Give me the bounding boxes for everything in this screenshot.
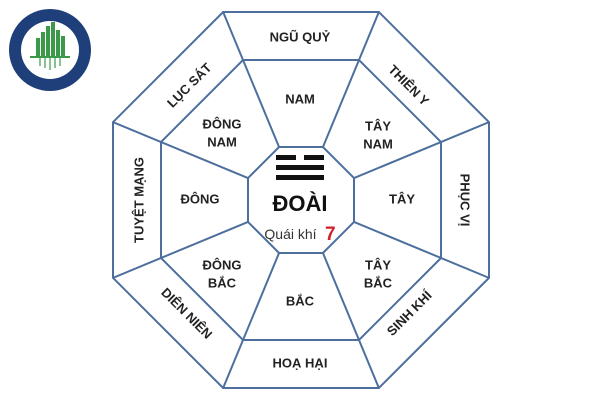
star-nw: LỤC SÁT bbox=[164, 60, 214, 110]
sector-divider bbox=[322, 252, 380, 389]
quai-khi-value: 7 bbox=[325, 224, 336, 245]
star-sw: DIÊN NIÊN bbox=[158, 285, 215, 342]
direction-sw-2: BẮC bbox=[208, 275, 237, 290]
center-name: ĐOÀI bbox=[273, 191, 328, 216]
quai-khi-label: Quái khí bbox=[264, 226, 316, 242]
sector-divider bbox=[112, 221, 249, 279]
star-n: NGŨ QUỶ bbox=[270, 29, 331, 44]
sector-divider bbox=[222, 252, 280, 389]
star-ne: THIÊN Y bbox=[385, 62, 432, 109]
direction-sw-1: ĐÔNG bbox=[203, 257, 242, 272]
direction-se-2: BẮC bbox=[364, 275, 393, 290]
direction-n: NAM bbox=[285, 91, 315, 106]
star-w: TUYỆT MẠNG bbox=[131, 157, 146, 243]
star-se: SINH KHÍ bbox=[384, 287, 435, 338]
direction-w: ĐÔNG bbox=[181, 191, 220, 206]
direction-e: TÂY bbox=[389, 191, 415, 206]
sector-divider bbox=[322, 11, 380, 148]
direction-ne-2: NAM bbox=[363, 136, 393, 151]
star-e: PHỤC VỊ bbox=[458, 174, 473, 227]
direction-ne-1: TÂY bbox=[365, 118, 391, 133]
sector-divider bbox=[112, 121, 249, 179]
logo bbox=[9, 9, 91, 91]
direction-nw-2: NAM bbox=[207, 134, 237, 149]
quai-khi: Quái khí 7 bbox=[264, 224, 335, 245]
sector-divider bbox=[353, 121, 490, 179]
trigram-icon bbox=[276, 155, 324, 180]
direction-nw-1: ĐÔNG bbox=[203, 116, 242, 131]
sector-divider bbox=[353, 221, 490, 279]
direction-se-1: TÂY bbox=[365, 257, 391, 272]
direction-s: BẮC bbox=[286, 293, 315, 308]
star-s: HOẠ HẠI bbox=[273, 355, 328, 370]
sector-divider bbox=[222, 11, 280, 148]
sector-dividers bbox=[112, 11, 490, 389]
